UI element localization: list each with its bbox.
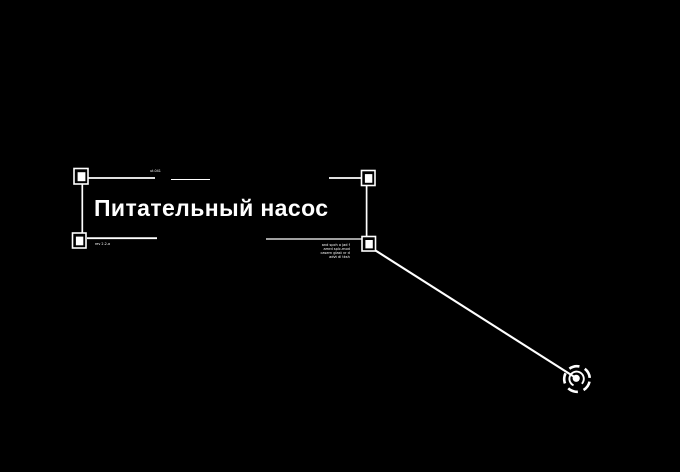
leader-line: [374, 249, 576, 378]
callout-microtext-top: ut.041: [150, 169, 161, 173]
microtext-line: advt dl tksh: [329, 254, 350, 259]
corner-bracket-top-right: [360, 169, 376, 187]
microtext-line: casern glast vr d: [320, 250, 350, 255]
target-reticle-icon[interactable]: [562, 364, 592, 394]
microtext-line: amrd splc-mod: [323, 246, 350, 251]
corner-bracket-top-left: [73, 167, 89, 185]
corner-bracket-bottom-left: [71, 232, 87, 249]
callout-microtext-bottom-left: rev 2.2-a: [95, 242, 111, 246]
corner-bracket-bottom-right: [361, 235, 377, 252]
microtext-line: and spch o jad f: [321, 243, 350, 247]
callout-title: Питательный насос: [94, 195, 329, 221]
callout-microtext-block: and spch o jad f amrd splc-mod casern gl…: [321, 243, 350, 259]
